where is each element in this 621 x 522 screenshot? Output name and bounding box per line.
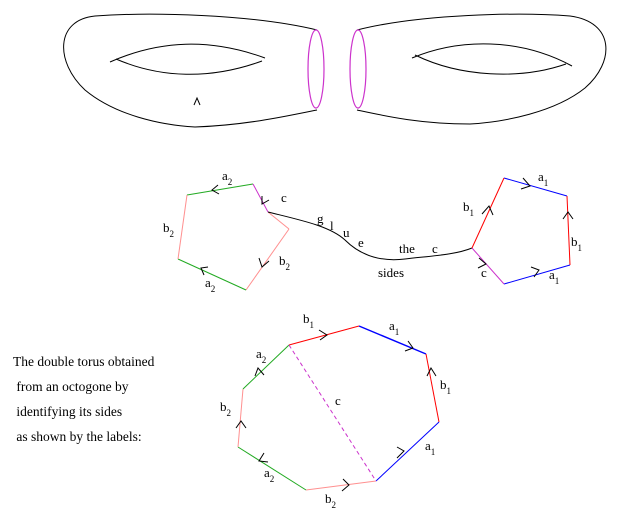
glue-word-the: the [399,241,415,256]
oct-label-a1-top: a1 [389,318,399,337]
caption-line-1: The double torus obtained [13,354,155,369]
hex-left-edge-a2-top [186,183,254,196]
glue-letter-u: u [343,225,350,240]
torus-right-hole-upper [411,43,573,67]
oct-label-b1-right: b1 [440,377,451,396]
hex-right-edge-b1-right [566,195,571,266]
hex-right-arrow-b1-left [481,205,494,216]
hex-left-label-c: c [281,190,287,205]
hex-right-arrow-a1-top [520,177,531,190]
torus-left-hole-lower [115,58,263,75]
hex-left-edge-b2-right-lower [245,228,290,291]
hex-left-label-a2-top: a2 [222,168,232,187]
oct-arrow-a2-bottom [258,452,269,463]
hex-left-edge-b2-left [177,194,188,260]
torus-left [63,13,325,128]
oct-label-a1-right: a1 [425,438,435,457]
oct-arrow-b1-top [318,329,328,341]
glue-letter-e: e [358,235,364,250]
torus-right-outline [356,13,607,125]
hexagon-right [471,177,574,285]
hex-right-edge-a1-top [503,177,568,197]
oct-edge-a2-bottom [237,446,307,491]
hex-left-arrow-a2-bottom [200,266,209,276]
oct-label-a2-bottom: a2 [264,465,274,484]
hex-right-label-a1-top: a1 [538,169,548,188]
hex-right-edge-c [471,247,505,285]
hex-right-arrow-a1-bottom [530,266,540,278]
torus-left-boundary-circle [307,29,325,109]
hex-left-arrow-b2-right [258,257,270,268]
oct-label-b2-left: b2 [220,399,231,418]
oct-edge-b1-right [425,353,440,423]
oct-arrow-a2-left [254,367,265,377]
oct-edge-b2-left [237,388,244,448]
glue-curve-line [267,211,473,261]
torus-right [349,13,607,125]
oct-arrow-b2-left [235,420,247,429]
hex-right-label-c: c [481,265,487,280]
torus-left-hole-upper [109,43,266,63]
oct-arrow-b1-right [426,366,437,377]
oct-arrow-b2-bottom [341,478,350,492]
oct-arrow-a1-top [404,340,414,352]
hex-right-arrow-c [477,257,487,269]
hex-left-arrow-a2-top [211,184,220,195]
glue-word-sides: sides [378,265,404,280]
glue-letter-g: g [317,211,324,226]
caption: The double torus obtained from an octogo… [13,354,155,444]
hex-right-label-b1-right: b1 [571,234,582,253]
hex-right-label-b1-left: b1 [463,199,474,218]
caption-line-4: as shown by the labels: [13,429,142,444]
hex-right-arrow-b1-right [562,211,574,220]
oct-edge-b1-top [288,325,360,346]
oct-edge-a1-right [375,421,440,482]
caption-line-2: from an octogone by [13,379,129,394]
hex-left-edge-a2-bottom [177,258,247,291]
hexagon-left [177,183,290,291]
hex-right-edge-a1-bottom [503,264,571,285]
oct-label-b2-bottom: b2 [325,491,336,510]
glue-curve [267,211,473,261]
hex-left-edge-c [252,183,269,213]
torus-right-hole-lower [414,54,567,75]
hex-left-arrow-c [261,196,270,205]
octagon [235,325,440,492]
oct-label-b1-top: b1 [303,311,314,330]
hex-left-edge-b2-right [267,211,290,230]
caption-line-3: identifying its sides [13,404,122,419]
oct-diagonal-c [288,344,377,482]
oct-label-c: c [335,393,341,408]
hex-left-label-b2-right: b2 [279,253,290,272]
glue-word-c: c [432,241,438,256]
torus-right-boundary-circle [349,29,367,109]
hex-left-label-b2-left: b2 [163,220,174,239]
torus-left-outline [63,13,318,128]
torus-left-orientation-arrow [193,96,201,106]
oct-edge-a1-top [358,325,427,355]
oct-arrow-a1-right [396,446,405,459]
glue-letter-l: l [330,218,334,233]
hex-right-label-a1-bottom: a1 [549,267,559,286]
oct-edge-a2-left [242,344,290,390]
oct-label-a2-left: a2 [256,346,266,365]
hex-right-edge-b1-left [471,177,505,249]
hex-left-label-a2-bottom: a2 [205,275,215,294]
oct-edge-b2-bottom [305,480,377,491]
